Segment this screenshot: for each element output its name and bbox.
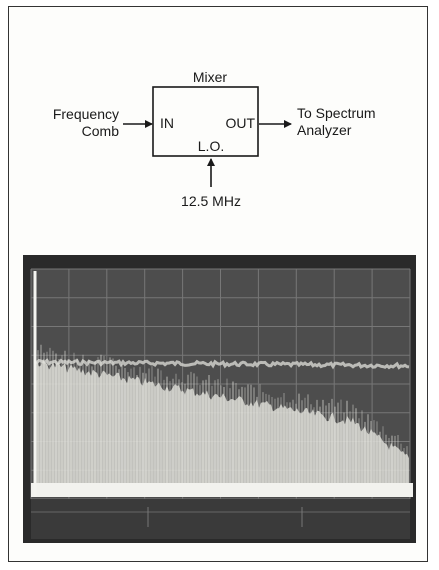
- block-diagram: Mixer Frequency Comb IN OUT L.O. To Spec…: [53, 69, 376, 209]
- comb-lines: [34, 344, 408, 485]
- baseline-trace: [31, 483, 413, 497]
- input-label-line1: Frequency: [53, 106, 119, 122]
- mixer-block: [152, 86, 259, 157]
- spectrum-photo: [23, 255, 416, 543]
- output-label-line2: Analyzer: [297, 122, 352, 138]
- upper-trace: [34, 358, 410, 370]
- port-out-label: OUT: [225, 115, 255, 131]
- figure-frame: Mixer Frequency Comb IN OUT L.O. To Spec…: [8, 6, 428, 562]
- port-in-label: IN: [160, 115, 174, 131]
- lower-panel: [31, 499, 410, 539]
- lo-frequency-label: 12.5 MHz: [181, 193, 241, 209]
- output-label-line1: To Spectrum: [297, 105, 376, 121]
- input-label-line2: Comb: [82, 123, 120, 139]
- figure-canvas: Mixer Frequency Comb IN OUT L.O. To Spec…: [23, 69, 416, 543]
- spectrum-noise-fill: [35, 359, 409, 485]
- mixer-title: Mixer: [193, 69, 228, 85]
- port-lo-label: L.O.: [198, 138, 224, 154]
